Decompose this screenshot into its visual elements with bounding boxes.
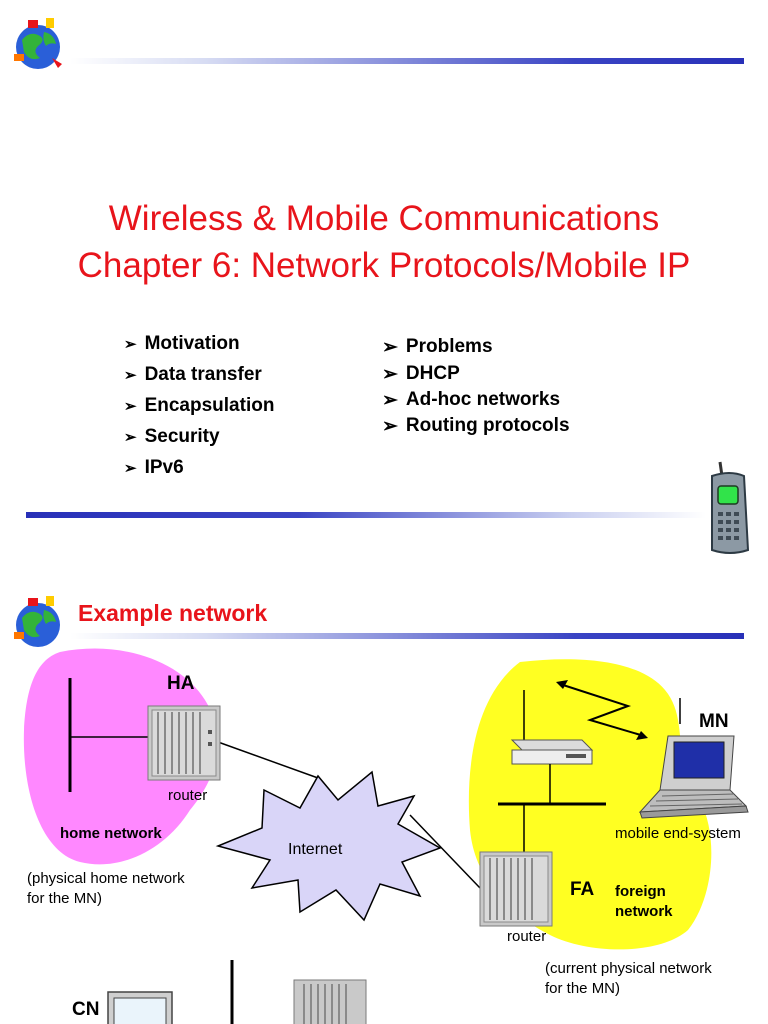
slide-title: Example network (78, 600, 268, 626)
arrow-bullet-icon: ➢ (382, 336, 398, 358)
ha-label: HA (167, 673, 195, 694)
router-rack-icon (147, 705, 221, 781)
home-network-area (23, 648, 218, 865)
monitor-icon (107, 991, 173, 1024)
mobile-phone-icon (711, 461, 750, 554)
bullet-item: ➢Problems (382, 336, 493, 358)
internet-cloud (215, 770, 442, 922)
bullet-item: ➢Data transfer (124, 363, 262, 385)
slide-title-line1: Wireless & Mobile Communications (108, 199, 660, 238)
arrow-bullet-icon: ➢ (382, 415, 398, 437)
globe-logo-icon (14, 18, 62, 69)
bullet-item: ➢Encapsulation (124, 394, 275, 416)
arrow-bullet-icon: ➢ (382, 389, 398, 411)
for-the-mn-label-2: for the MN) (545, 980, 621, 997)
router-rack-icon (293, 979, 367, 1024)
router-rack-icon (479, 851, 553, 927)
bullet-item: ➢Motivation (124, 332, 240, 354)
slide-title-line2: Chapter 6: Network Protocols/Mobile IP (77, 246, 691, 285)
arrow-bullet-icon: ➢ (124, 335, 137, 353)
current-physical-network-label: (current physical network (545, 960, 712, 977)
switch-icon (510, 739, 594, 765)
for-the-mn-label: for the MN) (27, 890, 103, 907)
wireless-link-icon (556, 680, 648, 740)
title-slide: Wireless & Mobile Communications Chapter… (14, 18, 750, 554)
cn-label: CN (72, 999, 100, 1020)
home-network-label: home network (60, 825, 162, 842)
laptop-icon (638, 735, 749, 819)
fa-label: FA (570, 879, 595, 900)
globe-logo-icon (14, 596, 60, 647)
network-diagram (23, 648, 749, 1024)
header-rule (70, 58, 744, 64)
internet-label: Internet (288, 841, 343, 858)
mobile-end-system-label: mobile end-system (615, 825, 741, 842)
home-router-label: router (168, 787, 208, 804)
arrow-bullet-icon: ➢ (124, 428, 137, 446)
foreign-network-label-2: network (615, 903, 673, 920)
foreign-router-label: router (507, 928, 547, 945)
arrow-bullet-icon: ➢ (124, 397, 137, 415)
arrow-bullet-icon: ➢ (124, 459, 137, 477)
bullet-list-right: ➢Problems ➢DHCP ➢Ad-hoc networks ➢Routin… (382, 333, 570, 439)
example-network-slide: Example network (0, 568, 768, 1024)
bullet-item: ➢Routing protocols (382, 415, 570, 437)
bullet-list-left: ➢Motivation ➢Data transfer ➢Encapsulatio… (124, 328, 274, 483)
arrow-bullet-icon: ➢ (382, 363, 398, 385)
bullet-item: ➢IPv6 (124, 456, 184, 478)
foreign-network-label-1: foreign (615, 883, 666, 900)
arrow-bullet-icon: ➢ (124, 366, 137, 384)
bullet-item: ➢Ad-hoc networks (382, 389, 561, 411)
physical-home-network-label: (physical home network (27, 870, 185, 887)
header-rule (70, 633, 744, 639)
bullet-item: ➢Security (124, 425, 220, 447)
bullet-item: ➢DHCP (382, 363, 460, 385)
mn-label: MN (699, 711, 729, 732)
footer-rule (26, 512, 706, 518)
